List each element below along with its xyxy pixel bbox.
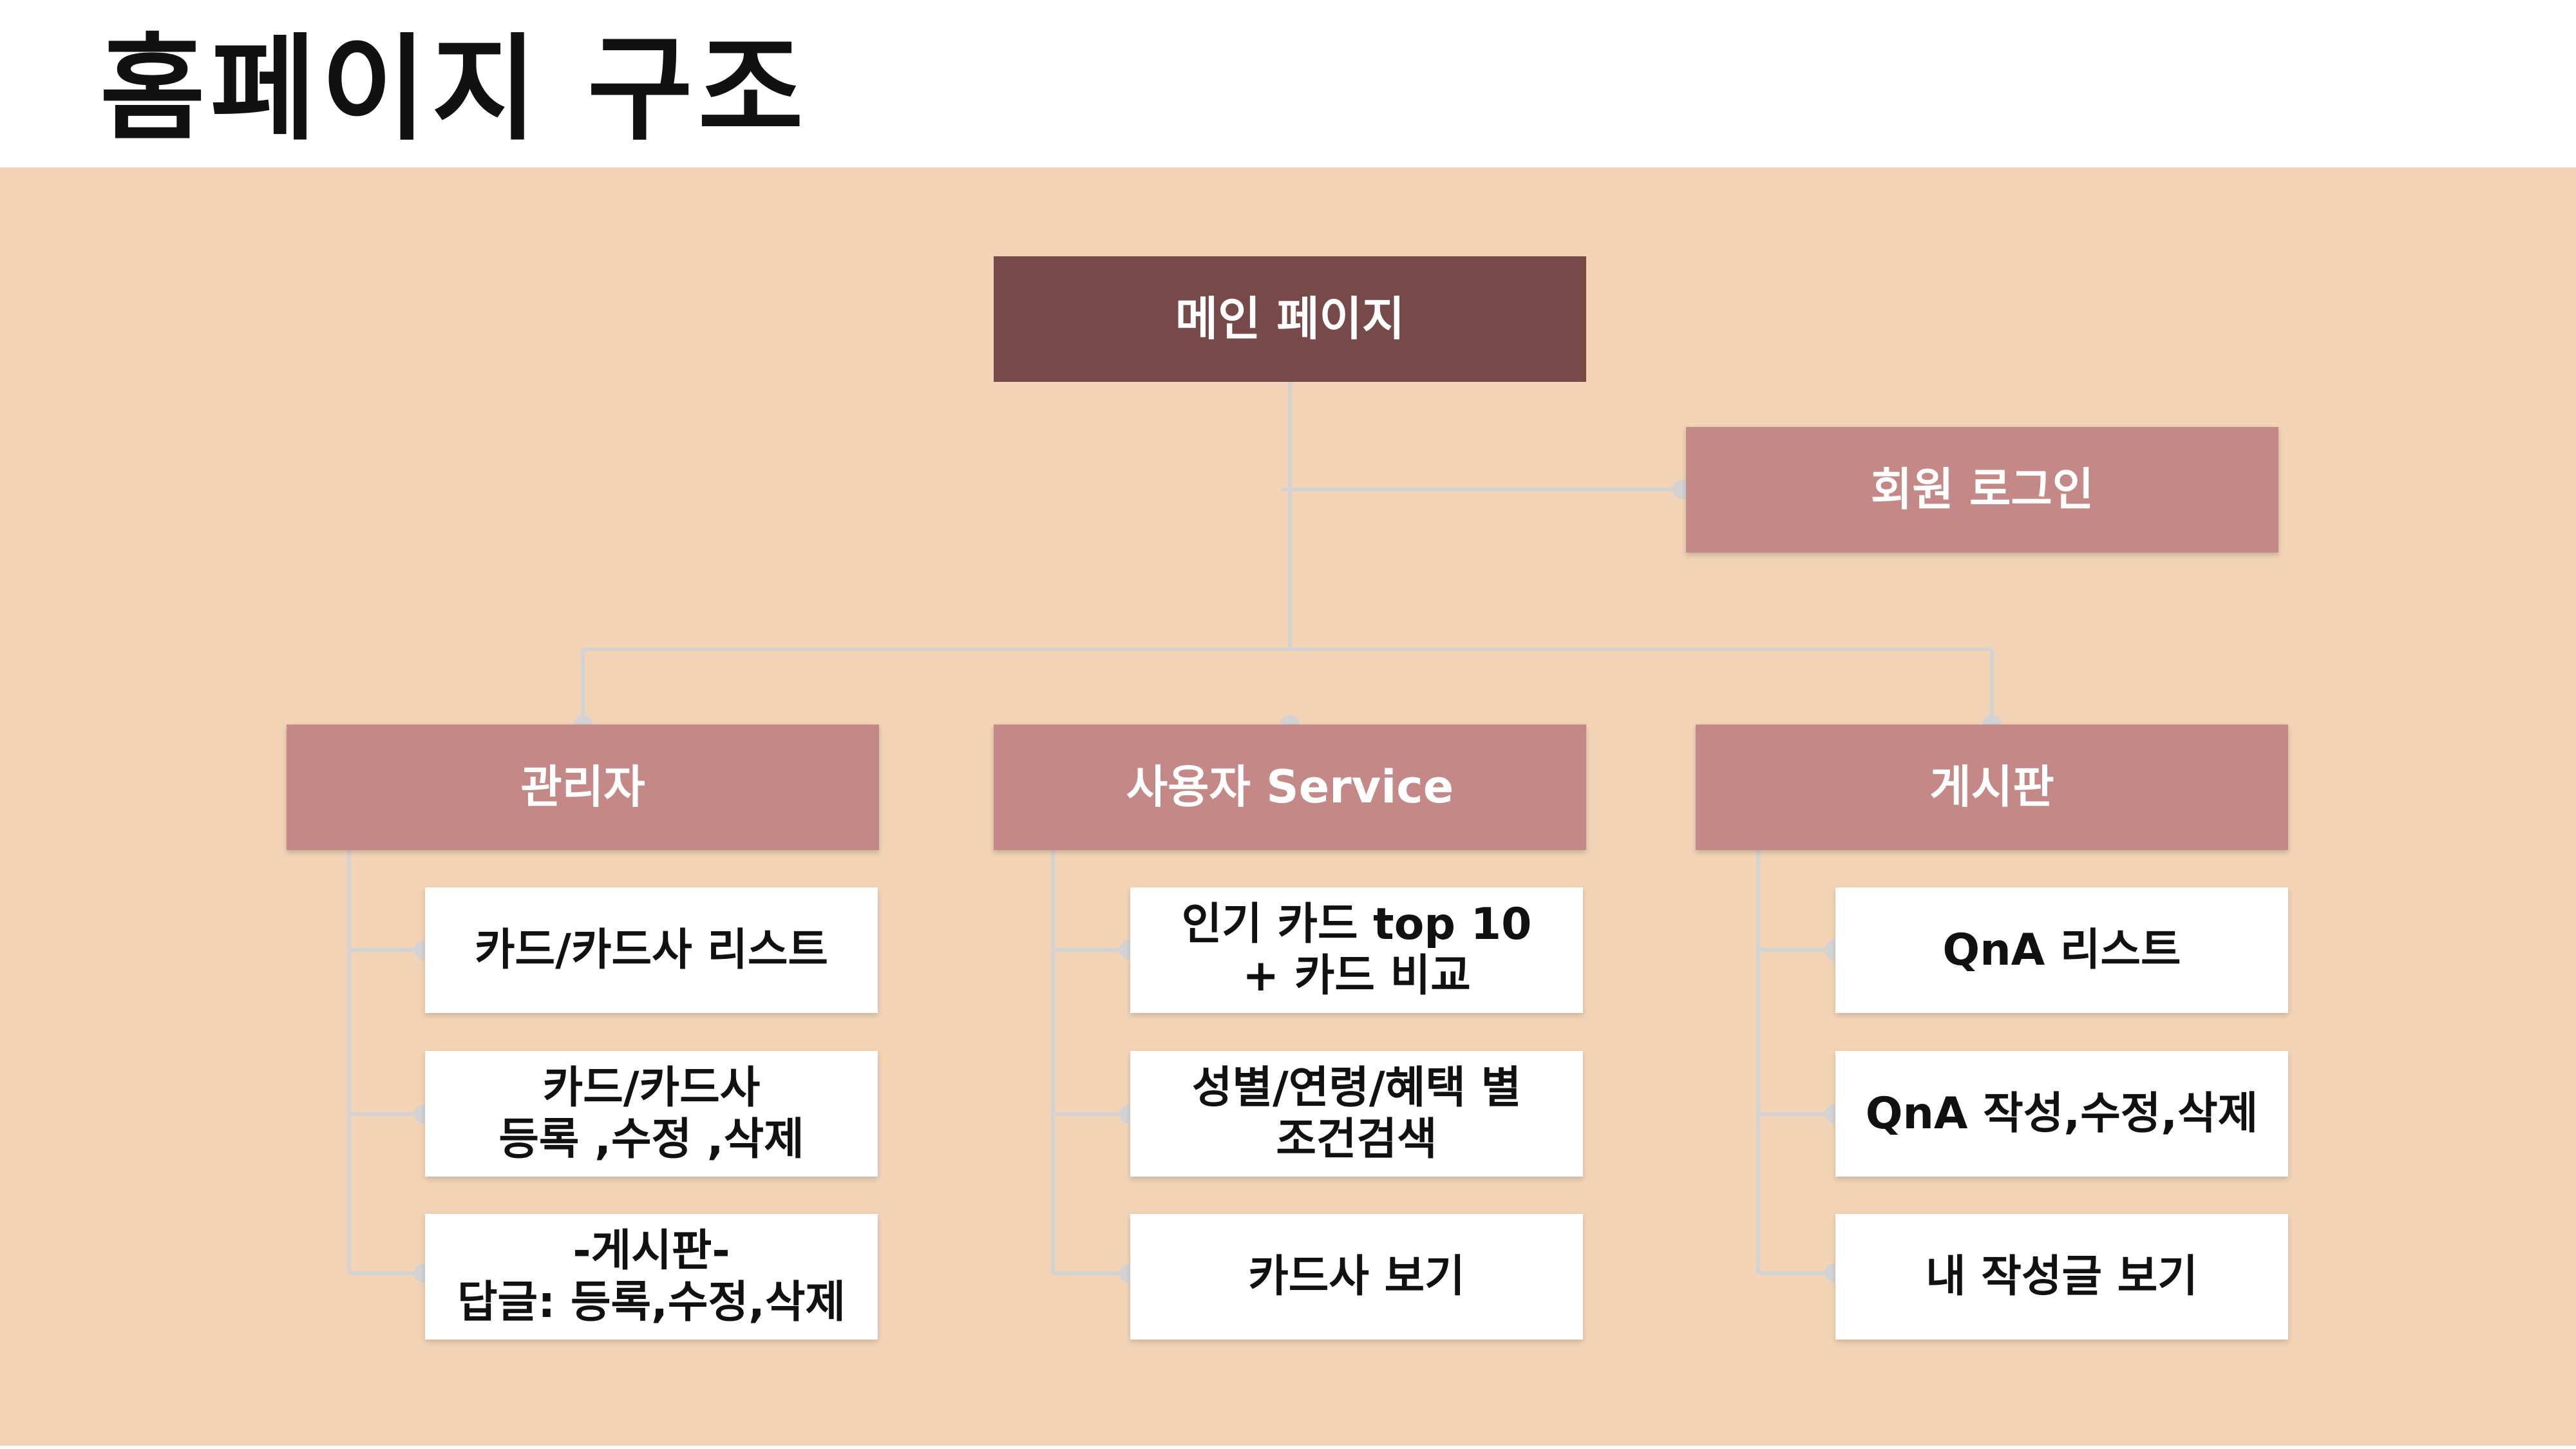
leaf-node: 카드/카드사 리스트 [425,887,878,1013]
leaf-label: 인기 카드 top 10 + 카드 비교 [1181,898,1532,1001]
leaf-node: -게시판- 답글: 등록,수정,삭제 [425,1214,878,1340]
leaf-label: QnA 리스트 [1942,924,2181,976]
login-node: 회원 로그인 [1686,427,2278,553]
leaf-label: 카드사 보기 [1248,1251,1465,1302]
category-label: 게시판 [1929,760,2054,813]
leaf-node: 성별/연령/혜택 별 조건검색 [1130,1051,1583,1177]
bottom-border [0,1446,2576,1449]
leaf-label: -게시판- 답글: 등록,수정,삭제 [457,1225,846,1328]
leaf-node: QnA 리스트 [1835,887,2288,1013]
page-title: 홈페이지 구조 [100,23,809,156]
leaf-label: 카드/카드사 등록 ,수정 ,삭제 [498,1062,804,1165]
leaf-node: QnA 작성,수정,삭제 [1835,1051,2288,1177]
leaf-label: QnA 작성,수정,삭제 [1865,1088,2259,1139]
leaf-label: 성별/연령/혜택 별 조건검색 [1191,1062,1522,1165]
diagram-canvas: 메인 페이지 회원 로그인 관리자 사용자 Service 게시판 카드/카드사… [0,167,2576,1449]
leaf-label: 카드/카드사 리스트 [475,924,828,976]
leaf-node: 카드/카드사 등록 ,수정 ,삭제 [425,1051,878,1177]
root-node-main-page: 메인 페이지 [994,256,1586,382]
root-node-label: 메인 페이지 [1175,292,1405,346]
category-label: 사용자 Service [1126,760,1454,813]
leaf-node: 카드사 보기 [1130,1214,1583,1340]
leaf-label: 내 작성글 보기 [1926,1251,2198,1302]
leaf-node: 인기 카드 top 10 + 카드 비교 [1130,887,1583,1013]
leaf-node: 내 작성글 보기 [1835,1214,2288,1340]
category-node-board: 게시판 [1696,724,2288,850]
category-node-user-service: 사용자 Service [994,724,1586,850]
category-label: 관리자 [520,760,645,813]
login-node-label: 회원 로그인 [1870,462,2094,516]
category-node-admin: 관리자 [287,724,879,850]
